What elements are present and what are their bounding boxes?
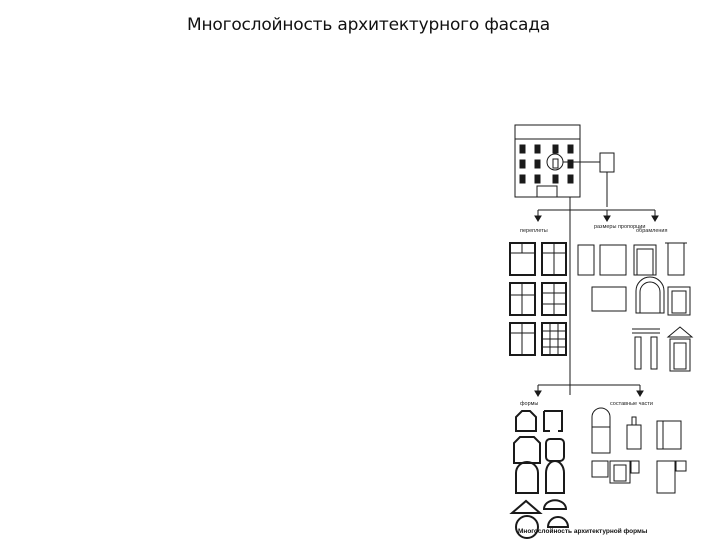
sash-windows xyxy=(509,242,567,356)
facade-layers-diagram: переплеты размеры пропорции обрамления xyxy=(500,115,700,540)
slide-title: Многослойность архитектурного фасада xyxy=(187,15,551,35)
framed-windows xyxy=(632,242,694,372)
label-component-parts: составные части xyxy=(610,401,653,407)
diagram-caption: Многослойность архитектурной формы xyxy=(518,527,648,535)
upper-branch-connector xyxy=(534,197,659,395)
window-forms xyxy=(509,410,570,539)
label-sizes-proportions: размеры пропорции xyxy=(594,224,645,230)
label-sashes: переплеты xyxy=(520,228,548,234)
building-facade xyxy=(514,124,615,207)
proportion-windows xyxy=(577,244,627,312)
window-component-parts xyxy=(591,407,687,494)
label-forms: формы xyxy=(520,401,538,407)
label-framings: обрамления xyxy=(636,228,667,234)
lower-branch-connector xyxy=(534,384,644,397)
